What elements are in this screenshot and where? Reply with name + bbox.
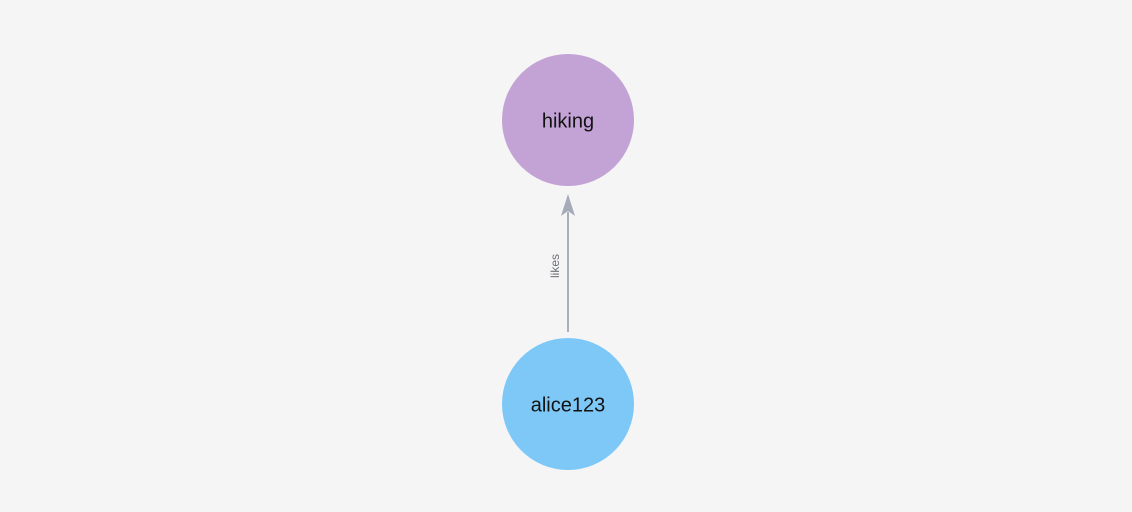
node-label-alice123: alice123: [531, 394, 606, 416]
edge-alice123-likes-hiking[interactable]: likes: [548, 194, 575, 332]
edge-label-likes: likes: [548, 254, 562, 278]
node-label-hiking: hiking: [542, 110, 594, 132]
node-circle-alice123[interactable]: [502, 338, 634, 470]
node-group: hiking alice123: [502, 54, 634, 470]
edge-group: likes: [548, 194, 575, 332]
node-hiking[interactable]: hiking: [502, 54, 634, 186]
edge-arrowhead-icon: [561, 194, 575, 216]
node-alice123[interactable]: alice123: [502, 338, 634, 470]
node-circle-hiking[interactable]: [502, 54, 634, 186]
